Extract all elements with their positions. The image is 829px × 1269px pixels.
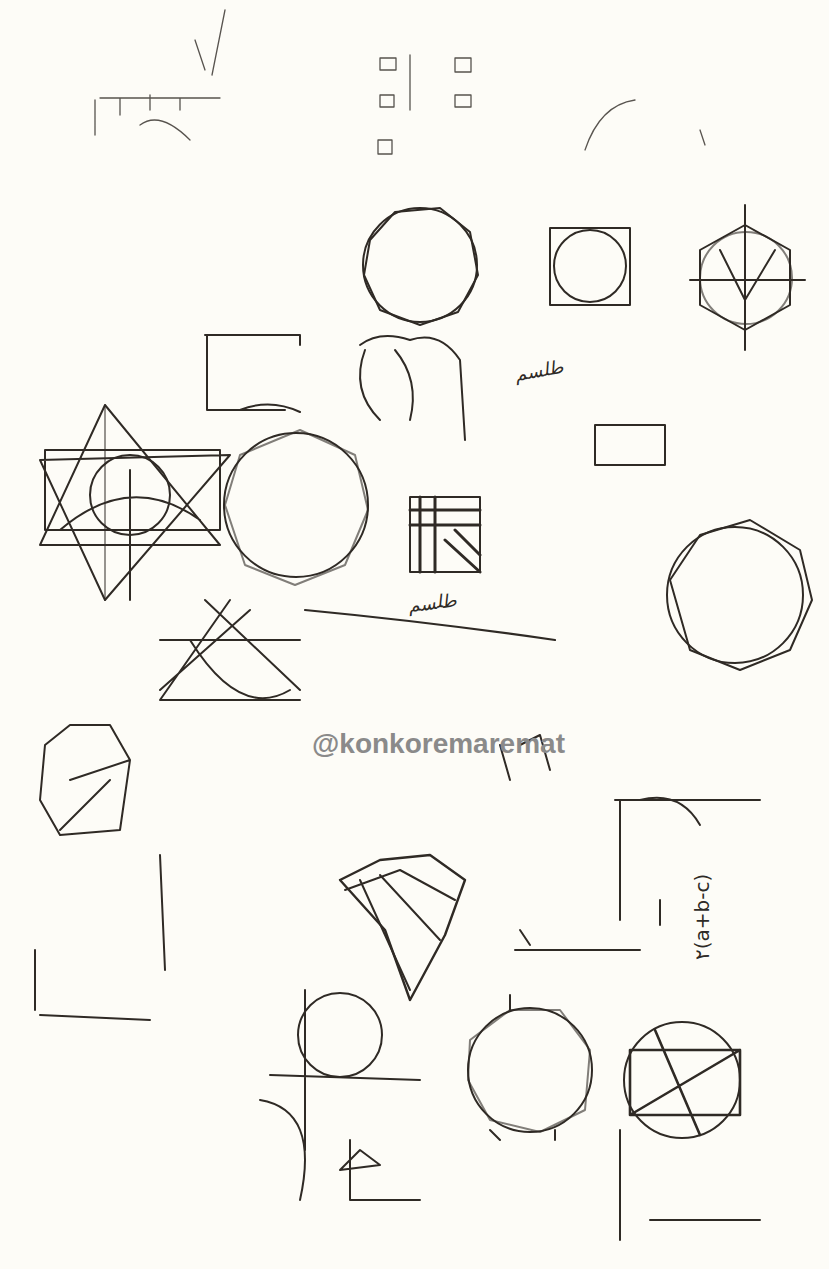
formula-note: ۲(a+b-c) <box>690 874 714 960</box>
handwritten-note: طلسم <box>407 589 457 616</box>
watermark: @konkoremaremat <box>312 728 565 760</box>
handwritten-note: طلسم <box>514 356 565 385</box>
